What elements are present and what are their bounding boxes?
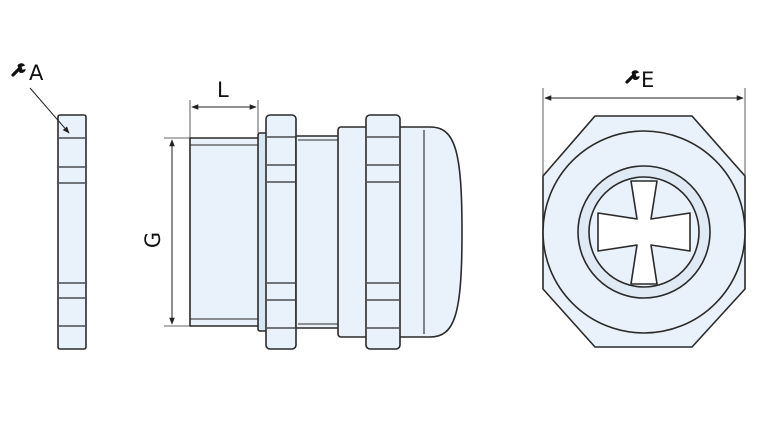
dimension-g: G (141, 137, 190, 327)
dome-cap (395, 126, 463, 338)
gland-side-view (189, 114, 463, 350)
thread-section (189, 137, 263, 327)
body-hex (265, 114, 297, 350)
leader-a (29, 87, 70, 134)
label-e: E (641, 68, 654, 92)
cap-nut-hex (365, 114, 401, 350)
cap-nut-hex-flats (367, 136, 399, 329)
locknut-flat-lines (59, 137, 85, 327)
label-l: L (217, 78, 229, 102)
locknut-body (57, 114, 87, 350)
dimension-a: A (11, 61, 70, 134)
wrench-icon (625, 68, 642, 84)
label-g: G (141, 232, 165, 248)
cap-nut-skirt (337, 126, 369, 338)
dimension-e: E (542, 68, 746, 176)
body-hex-flats (267, 136, 295, 329)
seal-insert-cross (597, 180, 691, 285)
label-a: A (29, 61, 44, 85)
dimension-l: L (189, 78, 259, 138)
locknut-side-view (57, 114, 87, 350)
wrench-icon (11, 61, 28, 77)
body-neck (295, 135, 341, 329)
gland-front-view (542, 115, 746, 348)
